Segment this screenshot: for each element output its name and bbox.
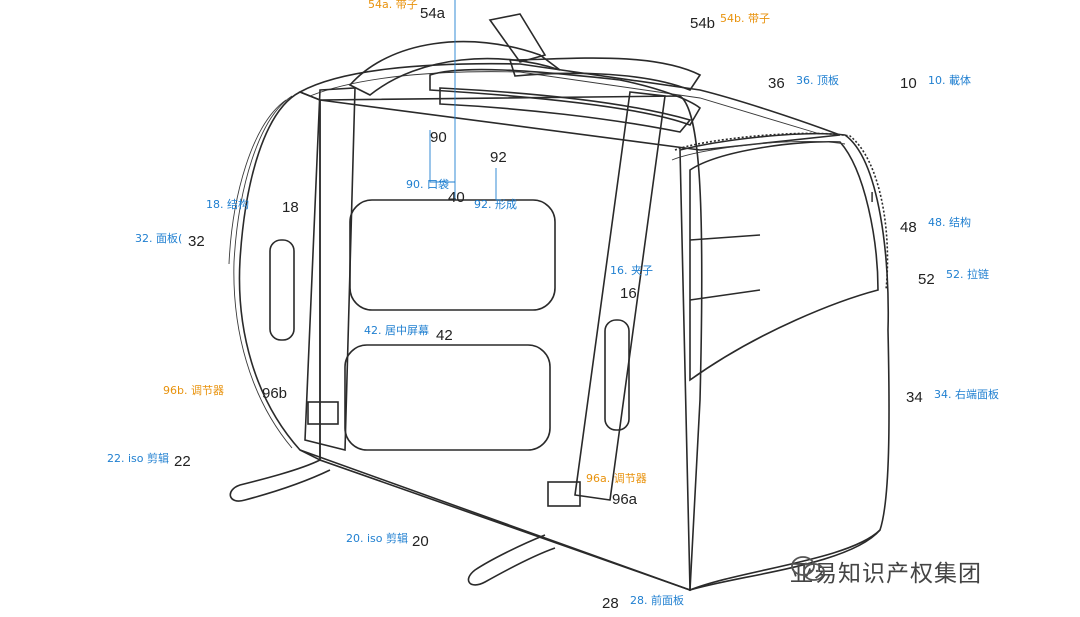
ref-number: 52	[918, 271, 935, 288]
callout-text: 92. 形成	[474, 198, 517, 211]
callout-text: 54b. 带子	[720, 12, 770, 25]
ref-number: 20	[412, 533, 429, 550]
strap-54a	[348, 40, 561, 96]
label-20: 20 20. iso 剪辑	[346, 531, 429, 550]
ref-number: 10	[900, 75, 917, 92]
callout-text: 42. 居中屏幕	[364, 323, 429, 337]
ref-number: 92	[490, 149, 507, 166]
ref-number: 22	[174, 453, 191, 470]
front-strap-right	[574, 91, 666, 501]
ref-number: 54a	[420, 5, 446, 22]
ref-number: 32	[188, 233, 205, 250]
label-40: 40	[448, 189, 465, 206]
callout-text: 96a. 调节器	[586, 472, 647, 485]
watermark-text: 亚易知识产权集团	[790, 561, 982, 587]
callout-text: 52. 拉链	[946, 267, 989, 281]
ref-number: 54b	[690, 15, 715, 32]
callout-text: 10. 載体	[928, 73, 971, 87]
label-54b: 54b 54b. 带子	[690, 12, 770, 32]
callout-text: 36. 顶板	[796, 73, 839, 87]
ref-number: 40	[448, 189, 465, 206]
label-90: 90 90. 口袋	[406, 129, 449, 191]
wechat-icon	[791, 556, 825, 581]
top-handle	[429, 68, 702, 126]
pocket-mesh	[439, 87, 692, 133]
ref-number: 36	[768, 75, 785, 92]
ref-number: 90	[430, 129, 447, 146]
label-34: 34 34. 右端面板	[906, 387, 999, 406]
callout-text: 16. 夹子	[610, 264, 653, 277]
right-end-panel	[679, 132, 890, 592]
callout-text: 54a. 带子	[368, 0, 418, 11]
callout-text: 96b. 调节器	[163, 384, 224, 397]
label-96b: 96b 96b. 调节器	[163, 384, 287, 402]
callout-text: 28. 前面板	[630, 593, 684, 607]
label-10: 10 10. 載体	[900, 73, 971, 92]
watermark: 亚易知识产权集团	[790, 554, 982, 588]
strap-54b	[508, 57, 702, 91]
ref-number: 28	[602, 595, 619, 612]
ref-number: 96a	[612, 491, 638, 508]
label-22: 22 22. iso 剪辑	[107, 451, 191, 470]
label-I: I	[870, 189, 874, 206]
callout-text: 22. iso 剪辑	[107, 451, 169, 465]
ref-number: 48	[900, 219, 917, 236]
label-18: 18 18. 结构	[206, 197, 299, 216]
callout-text: 48. 结构	[928, 215, 971, 229]
front-strap-left	[304, 87, 356, 452]
iso-clip-20	[467, 534, 556, 586]
label-48: 48 48. 结构	[900, 215, 971, 236]
label-28: 28 28. 前面板	[602, 593, 684, 612]
label-36: 36 36. 顶板	[768, 73, 839, 92]
label-16: 16 16. 夹子	[610, 264, 653, 302]
callout-text: 34. 右端面板	[934, 387, 999, 401]
iso-clip-22	[229, 459, 331, 502]
zipper	[674, 132, 889, 291]
callout-text: 32. 面板(	[135, 231, 182, 245]
ref-number: 96b	[262, 385, 287, 402]
top-panel	[298, 62, 841, 151]
label-96a: 96a 96a. 调节器	[586, 472, 647, 508]
callout-text: 18. 结构	[206, 197, 249, 211]
side-handle-16	[604, 319, 630, 431]
label-32: 32 32. 面板(	[135, 231, 205, 250]
adjuster-96b	[307, 401, 339, 425]
label-52: 52 52. 拉链	[918, 267, 989, 288]
front-panel	[319, 95, 703, 592]
ref-number: 16	[620, 285, 637, 302]
label-92: 92 92. 形成	[474, 149, 517, 211]
ref-number: 34	[906, 389, 923, 406]
callout-text: 90. 口袋	[406, 177, 449, 191]
right-end-mesh	[689, 140, 879, 382]
upper-mesh-screen	[349, 199, 556, 311]
ref-number: I	[870, 189, 874, 206]
center-mesh-screen	[344, 344, 551, 451]
ref-number: 42	[436, 327, 453, 344]
side-handle-18	[269, 239, 295, 341]
left-end-panel	[238, 91, 321, 462]
adjuster-96a	[547, 481, 581, 507]
label-42: 42 42. 居中屏幕	[364, 323, 453, 344]
callout-text: 20. iso 剪辑	[346, 531, 408, 545]
ref-number: 18	[282, 199, 299, 216]
